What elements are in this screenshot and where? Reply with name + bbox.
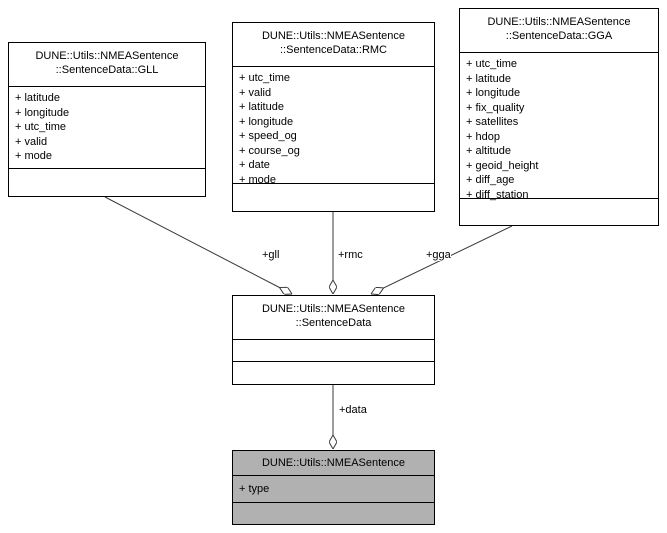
class-methods-nmea-sentence-empty [233,503,434,524]
class-box-gga[interactable]: DUNE::Utils::NMEASentence ::SentenceData… [459,8,659,226]
class-attribute: + geoid_height [466,159,539,172]
class-title-line1: DUNE::Utils::NMEASentence [35,50,179,62]
class-box-gll[interactable]: DUNE::Utils::NMEASentence ::SentenceData… [8,42,206,197]
class-attribute: + altitude [466,145,511,157]
class-title-line2: ::SentenceData::RMC [280,44,387,56]
class-attribute: + mode [239,173,276,186]
class-attribute: + valid [15,135,48,148]
class-attribute: + satellites [466,116,519,128]
edge-label-gga: +gga [426,249,451,261]
class-attribute: + latitude [466,72,511,85]
class-attribute: + date [239,159,270,171]
class-attribute: + speed_og [239,130,297,142]
class-attribute: + diff_station [466,188,529,201]
class-title-rmc: DUNE::Utils::NMEASentence ::SentenceData… [233,23,434,67]
class-methods-gga-empty [460,199,658,225]
class-box-sentence-data[interactable]: DUNE::Utils::NMEASentence ::SentenceData [232,295,435,385]
class-methods-rmc-empty [233,184,434,211]
class-title-line1: DUNE::Utils::NMEASentence [261,457,406,469]
class-title-sentence-data: DUNE::Utils::NMEASentence ::SentenceData [233,296,434,340]
class-attribute: + utc_time [15,121,67,133]
class-title-line2: ::SentenceData::GGA [505,30,613,42]
class-attributes-gll: + latitude + longitude + utc_time + valid + … [9,87,205,169]
class-attribute: + longitude [466,87,521,99]
class-attribute: + diff_age [466,174,515,186]
edge-label-rmc: +rmc [338,249,363,261]
class-methods-gll-empty [9,169,205,196]
class-title-line2: ::SentenceData::GLL [55,64,159,76]
class-title-gll: DUNE::Utils::NMEASentence ::SentenceData… [9,43,205,87]
class-attribute: + longitude [239,115,294,128]
class-attribute: + hdop [466,130,500,143]
class-title-line2: ::SentenceData [295,317,372,329]
class-box-nmea-sentence: DUNE::Utils::NMEASentence + type [232,450,435,525]
class-title-gga: DUNE::Utils::NMEASentence ::SentenceData… [460,9,658,53]
class-attribute: + latitude [239,101,284,113]
class-attribute: + course_og [239,144,300,157]
edge-label-data: +data [339,404,367,416]
class-attribute: + utc_time [239,72,291,84]
class-attributes-rmc: + utc_time + valid + latitude + longitude + … [233,67,434,186]
edge-label-gll: +gll [262,249,280,261]
class-attribute: + type [239,483,270,495]
class-attribute: + fix_quality [466,101,525,114]
class-methods-sentence-data-empty [233,362,434,384]
class-attribute: + longitude [15,106,70,119]
class-title-line1: DUNE::Utils::NMEASentence [487,16,631,28]
class-box-rmc[interactable]: DUNE::Utils::NMEASentence ::SentenceData… [232,22,435,212]
class-title-nmea-sentence: DUNE::Utils::NMEASentence [233,451,434,476]
class-attributes-gga: + utc_time + latitude + longitude + fix_qua… [460,53,658,201]
class-title-line1: DUNE::Utils::NMEASentence [261,30,406,42]
class-attribute: + mode [15,150,52,162]
class-attribute: + utc_time [466,58,518,70]
class-title-line1: DUNE::Utils::NMEASentence [261,303,406,315]
class-attribute: + latitude [15,92,60,104]
class-attributes-sentence-data-empty [233,340,434,362]
class-attributes-nmea-sentence: + type [233,476,434,503]
class-attribute: + valid [239,86,272,99]
